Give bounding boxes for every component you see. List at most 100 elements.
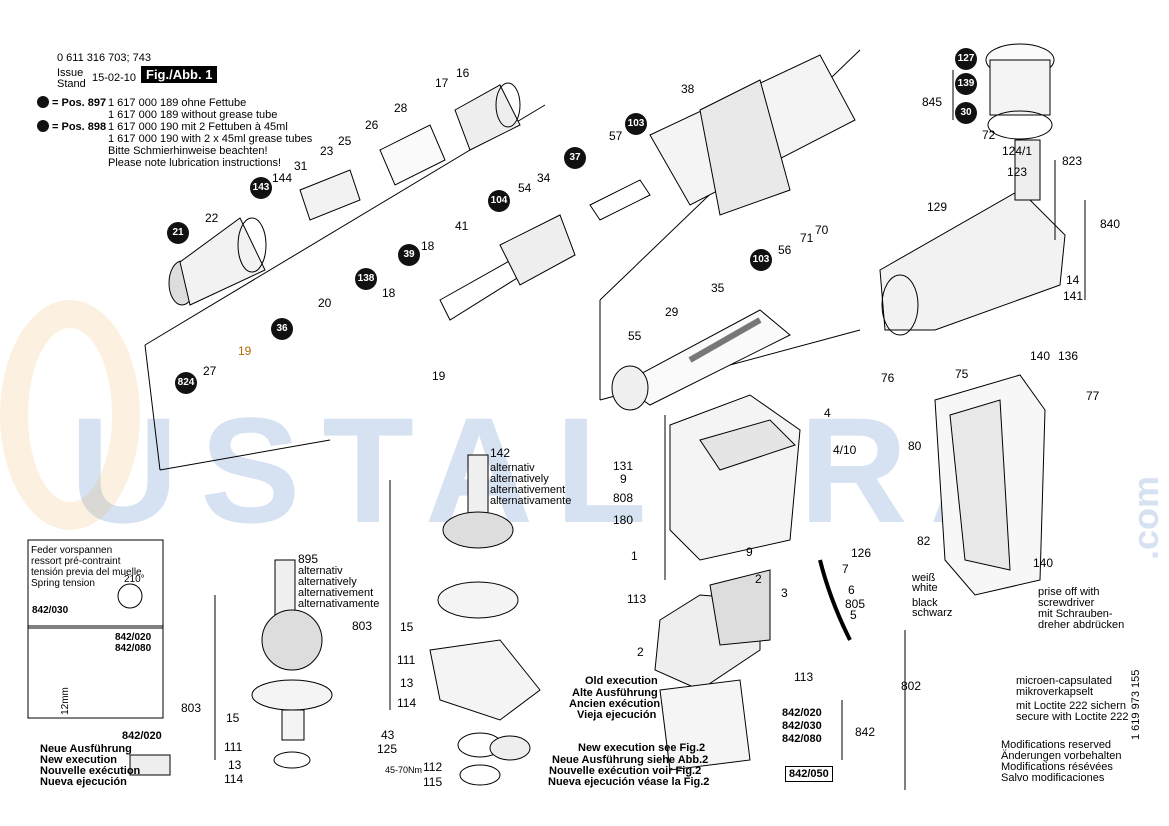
pos897-label: = Pos. 897 (52, 97, 107, 109)
neue-ref: 842/020 (122, 730, 162, 742)
label-31: 31 (294, 159, 308, 173)
neue-2: New execution (40, 754, 118, 766)
label-28: 28 (394, 101, 408, 115)
label-13-a: 13 (228, 758, 242, 772)
exec-ref-b: 842/030 (782, 720, 822, 732)
alt895-1: alternativ (298, 565, 343, 577)
label-124-1: 124/1 (1002, 144, 1033, 158)
badge-21: 21 (167, 222, 189, 244)
legend-star-1: mit Loctite 222 sichern (1016, 700, 1127, 712)
label-82: 82 (917, 534, 931, 548)
label-823: 823 (1062, 154, 1083, 168)
mods-3: Modifications résévées (1001, 761, 1113, 773)
label-6: 6 (848, 583, 855, 597)
alt142-2: alternatively (490, 473, 549, 485)
old-exec-3: Ancien exécution (569, 698, 661, 710)
pos898-dot-icon (37, 120, 49, 132)
spring-ref: 842/030 (32, 605, 69, 616)
badge-103-b: 103 (750, 249, 772, 271)
inset2-ref-a: 842/020 (115, 632, 152, 643)
label-41: 41 (455, 219, 469, 233)
inset2-ref-b: 842/080 (115, 643, 152, 654)
label-75: 75 (955, 367, 969, 381)
alt142-3: alternativement (490, 484, 566, 496)
alt142-4: alternativamente (490, 495, 572, 507)
label-14: 14 (1066, 273, 1080, 287)
prise-2: screwdriver (1038, 597, 1095, 609)
alt142-1: alternativ (490, 462, 535, 474)
label-80: 80 (908, 439, 922, 453)
label-123: 123 (1007, 165, 1028, 179)
legend-o-2: mikroverkapselt (1016, 686, 1094, 698)
exec-ref-a: 842/020 (782, 707, 822, 719)
new-exec-1: New execution see Fig.2 (578, 742, 706, 754)
spring-deg: 210° (124, 574, 145, 585)
lube-line-5: Bitte Schmierhinweise beachten! (108, 145, 268, 157)
label-17: 17 (435, 76, 449, 90)
spring-2: ressort pré-contraint (31, 556, 121, 567)
label-16: 16 (456, 66, 470, 80)
mods-2: Änderungen vorbehalten (1001, 750, 1122, 762)
lube-line-6: Please note lubrication instructions! (108, 157, 282, 169)
lube-line-4: 1 617 000 190 with 2 x 45ml grease tubes (108, 133, 313, 145)
badge-824: 824 (175, 372, 197, 394)
label-9-b: 9 (746, 545, 753, 559)
alt895-3: alternativement (298, 587, 374, 599)
label-3: 3 (781, 586, 788, 600)
spring-3: tensión previa del muelle (31, 567, 142, 578)
neue-1: Neue Ausführung (40, 743, 132, 755)
issue-date: 15-02-10 (92, 72, 137, 84)
label-895: 895 (298, 552, 319, 566)
new-exec-3: Nouvelle exécution voir Fig.2 (549, 765, 702, 777)
badge-39: 39 (398, 244, 420, 266)
label-19-b: 19 (432, 369, 446, 383)
label-19-a: 19 (238, 344, 252, 358)
label-7: 7 (842, 562, 849, 576)
old-exec-4: Vieja ejecución (577, 709, 657, 721)
prise-1: prise off with (1038, 586, 1100, 598)
label-4-10: 4/10 (833, 443, 857, 457)
label-54: 54 (518, 181, 532, 195)
lube-line-3: 1 617 000 190 mit 2 Fettuben à 45ml (108, 121, 288, 133)
label-140-a: 140 (1030, 349, 1051, 363)
prise-4: dreher abdrücken (1038, 619, 1125, 631)
figure-label: Fig./Abb. 1 (141, 66, 218, 83)
exec-ref-c: 842/080 (782, 733, 822, 745)
label-131: 131 (613, 459, 634, 473)
label-142: 142 (490, 446, 511, 460)
label-111-b: 111 (397, 653, 416, 667)
prise-3: mit Schrauben- (1038, 608, 1113, 620)
label-803-a: 803 (181, 701, 202, 715)
label-114-a: 114 (224, 772, 244, 786)
label-802: 802 (901, 679, 922, 693)
label-20: 20 (318, 296, 332, 310)
label-113-a: 113 (627, 592, 647, 606)
badge-37: 37 (564, 147, 586, 169)
label-180: 180 (613, 513, 634, 527)
label-112: 112 (423, 760, 443, 774)
pos897-dot-icon (37, 96, 49, 108)
label-38: 38 (681, 82, 695, 96)
wire-black-en: black (912, 597, 938, 609)
lube-line-2: 1 617 000 189 without grease tube (108, 109, 278, 121)
side-code: 1 619 973 155 (1130, 669, 1142, 740)
watermark-text: USTALARA (70, 386, 1060, 554)
label-808: 808 (613, 491, 634, 505)
label-136: 136 (1058, 349, 1079, 363)
label-126: 126 (851, 546, 872, 560)
label-55: 55 (628, 329, 642, 343)
badge-139: 139 (955, 73, 977, 95)
label-23: 23 (320, 144, 334, 158)
label-129: 129 (927, 200, 948, 214)
label-111-a: 111 (224, 740, 243, 754)
spring-4: Spring tension (31, 578, 95, 589)
label-5: 5 (850, 608, 857, 622)
wire-black-es: schwarz (912, 607, 953, 619)
old-exec-1: Old execution (585, 675, 658, 687)
new-exec-2: Neue Ausführung siehe Abb.2 (552, 754, 709, 766)
label-15-b: 15 (400, 620, 414, 634)
mods-1: Modifications reserved (1001, 739, 1112, 751)
wire-white-de: weiß (912, 572, 936, 584)
spring-1: Feder vorspannen (31, 545, 113, 556)
